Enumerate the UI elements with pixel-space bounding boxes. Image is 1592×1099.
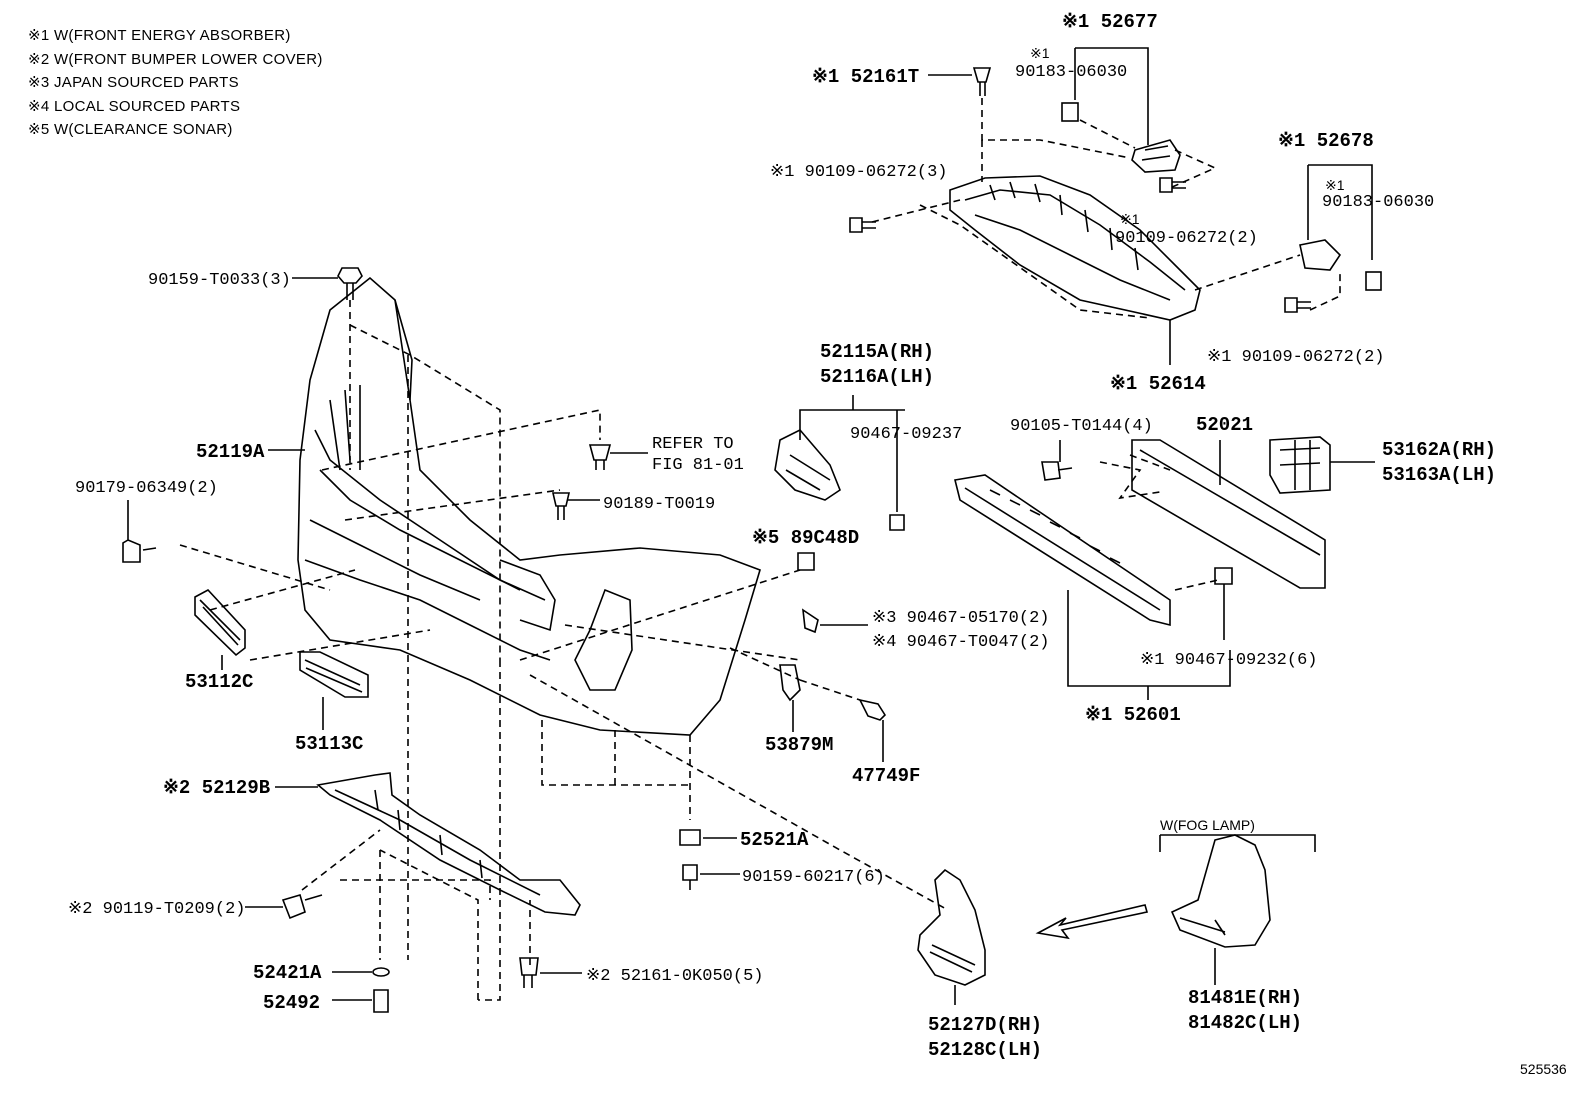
legend-item-4: ※4 LOCAL SOURCED PARTS — [28, 97, 241, 115]
label-90183a-note: ※1 — [1030, 45, 1050, 61]
clip-90189 — [551, 492, 571, 520]
clip-90467-05170 — [802, 608, 819, 634]
lower-cover-52129B — [275, 772, 581, 916]
absorber-52601 — [954, 474, 1231, 700]
label-47749F: 47749F — [852, 765, 920, 787]
bolt-90159-60217 — [682, 864, 698, 890]
label-90105: 90105-T0144(4) — [1010, 417, 1153, 436]
label-90183b-note: ※1 — [1325, 177, 1345, 193]
bolt-90109-a — [849, 217, 876, 233]
label-90119: ※2 90119-T0209(2) — [68, 900, 245, 919]
garnish-53113C — [299, 651, 369, 698]
legend-item-3: ※3 JAPAN SOURCED PARTS — [28, 74, 239, 91]
direction-arrow — [1035, 904, 1149, 940]
label-52021: 52021 — [1196, 414, 1253, 436]
bracket-52678 — [1299, 239, 1342, 271]
label-53113C: 53113C — [295, 733, 363, 755]
clip-52161T — [972, 67, 992, 96]
bracket-53162A — [1269, 436, 1375, 494]
clip-90183-b — [1365, 271, 1382, 291]
label-52421A: 52421A — [253, 962, 322, 984]
garnishes — [194, 589, 369, 730]
label-52521A: 52521A — [740, 829, 809, 851]
label-52129B: ※2 52129B — [163, 777, 270, 799]
absorber-52614 — [949, 175, 1201, 321]
label-90467-05170: ※3 90467-05170(2) — [872, 609, 1049, 628]
legend-item-2: ※2 W(FRONT BUMPER LOWER COVER) — [28, 50, 323, 68]
bracket-53879M — [779, 664, 801, 702]
legend-item-1: ※1 W(FRONT ENERGY ABSORBER) — [28, 27, 291, 44]
nut-90179 — [122, 500, 141, 563]
label-52128C: 52128C(LH) — [928, 1039, 1042, 1061]
energy-absorber-group — [849, 47, 1382, 365]
label-90109a: ※1 90109-06272(3) — [770, 163, 947, 182]
label-52161-0K050: ※2 52161-0K050(5) — [586, 967, 763, 986]
bracket-52677 — [1131, 139, 1181, 173]
label-90189: 90189-T0019 — [603, 495, 715, 514]
label-53879M: 53879M — [765, 734, 833, 756]
clip-90183-a — [1061, 102, 1079, 122]
label-90467-09237: 90467-09237 — [850, 425, 962, 444]
label-90183a: 90183-06030 — [1015, 63, 1127, 82]
garnish-53112C — [194, 589, 246, 657]
clip-52161-0K050 — [519, 957, 539, 988]
label-fog-lamp: W(FOG LAMP) — [1160, 817, 1255, 833]
label-90183b: 90183-06030 — [1322, 193, 1434, 212]
mudguard-52127D — [917, 868, 986, 1005]
label-52678: ※1 52678 — [1278, 130, 1374, 152]
legend: ※1 W(FRONT ENERGY ABSORBER) ※2 W(FRONT B… — [28, 24, 323, 142]
label-90109c: ※1 90109-06272(2) — [1207, 348, 1384, 367]
label-90109b-note: ※1 — [1120, 211, 1140, 227]
bumper-cover-52119A — [268, 276, 761, 736]
fog-opening — [574, 588, 633, 691]
bolt-90109-b — [1159, 177, 1186, 193]
label-52119A: 52119A — [196, 441, 265, 463]
label-52115A: 52115A(RH) — [820, 341, 934, 363]
labels: ※1 52677 ※1 90183-06030 ※1 52161T ※1 901… — [68, 11, 1567, 1077]
sensor-89C48D — [797, 552, 815, 571]
assembly-lines — [179, 300, 1219, 1001]
label-52161T: ※1 52161T — [812, 66, 919, 88]
bolt-90119 — [281, 894, 323, 920]
clip-refer — [588, 444, 612, 470]
legend-item-5: ※5 W(CLEARANCE SONAR) — [28, 121, 233, 138]
label-52614: ※1 52614 — [1110, 373, 1206, 395]
label-90467-T0047: ※4 90467-T0047(2) — [872, 633, 1049, 652]
clip-90467-09232 — [1214, 567, 1233, 585]
label-90159-T0033: 90159-T0033(3) — [148, 271, 291, 290]
bolt-90159-T0033 — [337, 267, 363, 300]
label-90467-09232: ※1 90467-09232(6) — [1140, 651, 1317, 670]
mudguard-81481E — [1159, 834, 1316, 985]
label-52116A: 52116A(LH) — [820, 366, 934, 388]
fasteners — [122, 267, 1233, 1013]
label-refer-2: FIG 81-01 — [652, 456, 744, 475]
label-52601: ※1 52601 — [1085, 704, 1181, 726]
label-81481E: 81481E(RH) — [1188, 987, 1302, 1009]
bolt-52492 — [373, 989, 389, 1013]
screw-47749F — [858, 698, 887, 721]
label-53163A: 53163A(LH) — [1382, 464, 1496, 486]
label-90179: 90179-06349(2) — [75, 479, 218, 498]
label-52127D: 52127D(RH) — [928, 1014, 1042, 1036]
figure-id: 525536 — [1520, 1061, 1567, 1077]
label-52677: ※1 52677 — [1062, 11, 1158, 33]
label-53112C: 53112C — [185, 671, 253, 693]
nut-52521A — [679, 829, 701, 846]
label-89C48D: ※5 89C48D — [752, 527, 859, 549]
reinforcement-52021 — [1131, 439, 1326, 589]
screw-90467-09237 — [889, 514, 905, 531]
side-bracket-52115A — [774, 395, 905, 501]
label-90109b: 90109-06272(2) — [1115, 229, 1258, 248]
bolt-90105 — [1041, 461, 1073, 481]
label-81482C: 81482C(LH) — [1188, 1012, 1302, 1034]
label-52492: 52492 — [263, 992, 320, 1014]
label-53162A: 53162A(RH) — [1382, 439, 1496, 461]
label-refer-1: REFER TO — [652, 435, 734, 454]
washer-52421A — [372, 967, 390, 977]
label-90159-60217: 90159-60217(6) — [742, 868, 885, 887]
bolt-90109-c — [1284, 297, 1311, 313]
